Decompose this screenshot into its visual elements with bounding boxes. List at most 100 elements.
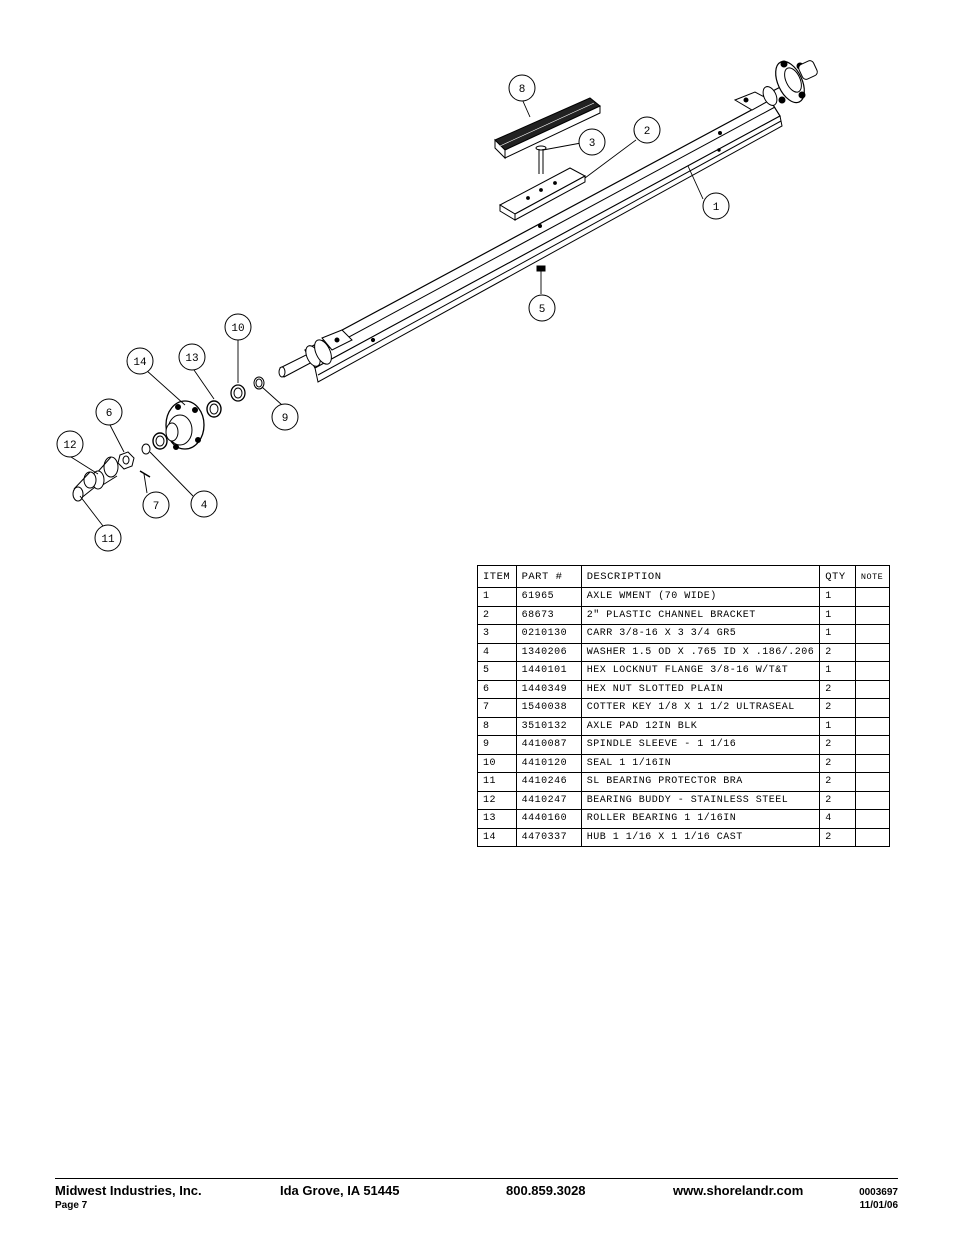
svg-text:7: 7 bbox=[153, 501, 160, 513]
cell-part-number: 1440101 bbox=[515, 661, 582, 681]
cell-description: HUB 1 1/16 X 1 1/16 CAST bbox=[580, 827, 821, 847]
header-item: ITEM bbox=[477, 565, 517, 588]
cell-item: 9 bbox=[477, 735, 517, 755]
cell-item: 7 bbox=[477, 698, 517, 718]
cell-part-number: 4410087 bbox=[515, 735, 582, 755]
svg-text:5: 5 bbox=[539, 304, 546, 316]
cell-note bbox=[854, 605, 891, 625]
cell-qty: 2 bbox=[819, 698, 856, 718]
callout-11: 11 bbox=[94, 524, 122, 552]
cell-qty: 2 bbox=[819, 642, 856, 662]
header-part-number: PART # bbox=[515, 565, 582, 588]
cell-item: 14 bbox=[477, 827, 517, 847]
cell-description: AXLE WMENT (70 WIDE) bbox=[580, 587, 821, 607]
leader-lines bbox=[70, 98, 704, 527]
callout-1: 1 bbox=[702, 192, 730, 220]
cell-qty: 1 bbox=[819, 605, 856, 625]
cell-qty: 2 bbox=[819, 753, 856, 773]
cell-note bbox=[854, 753, 891, 773]
cell-description: HEX LOCKNUT FLANGE 3/8-16 W/T&T bbox=[580, 661, 821, 681]
svg-text:9: 9 bbox=[282, 413, 289, 425]
cell-description: SPINDLE SLEEVE - 1 1/16 bbox=[580, 735, 821, 755]
callout-2: 2 bbox=[633, 116, 661, 144]
axle-tube bbox=[304, 91, 783, 383]
svg-text:10: 10 bbox=[231, 323, 244, 335]
cell-description: HEX NUT SLOTTED PLAIN bbox=[580, 679, 821, 699]
cell-description: BEARING BUDDY - STAINLESS STEEL bbox=[580, 790, 821, 810]
svg-text:6: 6 bbox=[106, 408, 113, 420]
cell-item: 1 bbox=[477, 587, 517, 607]
cell-part-number: 4410120 bbox=[515, 753, 582, 773]
cell-part-number: 4470337 bbox=[515, 827, 582, 847]
cell-item: 11 bbox=[477, 772, 517, 792]
footer-page-number: Page 7 bbox=[55, 1200, 88, 1211]
cell-description: COTTER KEY 1/8 X 1 1/2 ULTRASEAL bbox=[580, 698, 821, 718]
cell-note bbox=[854, 587, 891, 607]
cell-note bbox=[854, 624, 891, 644]
cell-qty: 2 bbox=[819, 679, 856, 699]
exploded-axle-diagram: 1 2 3 4 5 6 7 8 9 10 11 12 13 14 bbox=[56, 60, 818, 552]
svg-text:8: 8 bbox=[519, 84, 526, 96]
cell-note bbox=[854, 772, 891, 792]
cell-item: 10 bbox=[477, 753, 517, 773]
left-spindle bbox=[278, 339, 332, 378]
cell-description: SEAL 1 1/16IN bbox=[580, 753, 821, 773]
svg-text:12: 12 bbox=[63, 440, 76, 452]
cell-item: 2 bbox=[477, 605, 517, 625]
cell-part-number: 4410246 bbox=[515, 772, 582, 792]
cell-qty: 1 bbox=[819, 661, 856, 681]
callout-6: 6 bbox=[95, 398, 123, 426]
page-footer: Midwest Industries, Inc. Page 7 Ida Grov… bbox=[55, 1178, 898, 1219]
footer-doc-number: 0003697 bbox=[859, 1187, 898, 1198]
cell-note bbox=[854, 809, 891, 829]
svg-text:13: 13 bbox=[185, 353, 198, 365]
cell-item: 8 bbox=[477, 716, 517, 736]
footer-company: Midwest Industries, Inc. bbox=[55, 1183, 202, 1198]
left-hub-parts bbox=[72, 376, 265, 502]
cell-item: 13 bbox=[477, 809, 517, 829]
cell-qty: 1 bbox=[819, 624, 856, 644]
callout-13: 13 bbox=[178, 343, 206, 371]
cell-part-number: 0210130 bbox=[515, 624, 582, 644]
cell-note bbox=[854, 661, 891, 681]
header-note: NOTE bbox=[854, 565, 891, 588]
callout-7: 7 bbox=[142, 491, 170, 519]
cell-part-number: 4410247 bbox=[515, 790, 582, 810]
header-qty: QTY bbox=[819, 565, 856, 588]
svg-text:3: 3 bbox=[589, 138, 596, 150]
svg-text:1: 1 bbox=[713, 202, 720, 214]
cell-note bbox=[854, 790, 891, 810]
cell-qty: 1 bbox=[819, 716, 856, 736]
cell-description: SL BEARING PROTECTOR BRA bbox=[580, 772, 821, 792]
cell-qty: 2 bbox=[819, 827, 856, 847]
svg-text:14: 14 bbox=[133, 357, 147, 369]
cell-note bbox=[854, 827, 891, 847]
cell-qty: 4 bbox=[819, 809, 856, 829]
footer-location: Ida Grove, IA 51445 bbox=[280, 1183, 400, 1198]
cell-part-number: 4440160 bbox=[515, 809, 582, 829]
cell-note bbox=[854, 679, 891, 699]
cell-qty: 1 bbox=[819, 587, 856, 607]
footer-phone: 800.859.3028 bbox=[506, 1183, 586, 1198]
table-header-row: ITEM PART # DESCRIPTION QTY NOTE bbox=[477, 565, 891, 588]
callout-8: 8 bbox=[508, 74, 536, 102]
carriage-bolt bbox=[535, 145, 547, 174]
svg-text:11: 11 bbox=[101, 534, 115, 546]
callout-5: 5 bbox=[528, 294, 556, 322]
cell-part-number: 61965 bbox=[515, 587, 582, 607]
right-hub-assembly bbox=[762, 60, 818, 106]
cell-part-number: 1540038 bbox=[515, 698, 582, 718]
callout-4: 4 bbox=[190, 490, 218, 518]
cell-item: 4 bbox=[477, 642, 517, 662]
